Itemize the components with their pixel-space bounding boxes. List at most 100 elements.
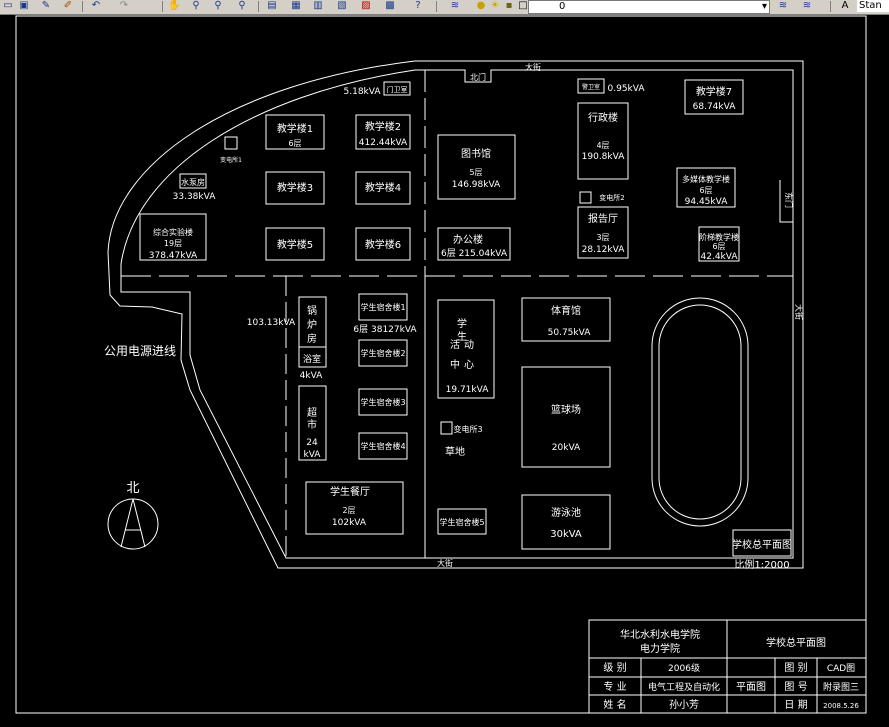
label-dorm-5: 学生宿舍楼5 [439, 517, 484, 527]
building-guard[interactable] [577, 78, 605, 94]
label-t4: 教学楼4 [365, 181, 401, 194]
pan-icon[interactable]: ✋ [168, 0, 181, 11]
load-lab: 378.47kVA [149, 251, 198, 261]
standard-toolbar: ▭ ▣ ✎ ✐ ↶ ↷ ✋ ⚲ ⚲ ⚲ ▤ ▦ ▥ ▧ ▨ ▩ ? ≋ ● ☀ … [0, 0, 889, 15]
save-icon[interactable]: ▣ [19, 0, 29, 11]
load-canteen: 102kVA [332, 518, 367, 528]
text-style-icon[interactable]: A [841, 0, 849, 11]
floors-ladder: 6层 [712, 242, 725, 251]
floors-canteen: 2层 [342, 506, 355, 515]
load-hall: 28.12kVA [582, 245, 626, 255]
building-multimedia[interactable] [676, 167, 736, 208]
label-t7: 教学楼7 [696, 85, 732, 98]
tb-grade-label: 级 别 [603, 662, 626, 674]
label-road-top: 大街 [525, 62, 541, 72]
building-library[interactable] [437, 134, 516, 200]
building-gatehouse[interactable] [383, 81, 411, 96]
help-icon[interactable]: ? [415, 0, 421, 11]
bulb-icon[interactable]: ● [476, 0, 486, 11]
building-dorm-3[interactable] [358, 388, 408, 416]
building-teaching-3[interactable] [265, 171, 325, 205]
tb-name-label: 姓 名 [603, 698, 626, 711]
building-dorm-4[interactable] [358, 432, 408, 460]
building-report-hall[interactable] [577, 206, 629, 259]
building-bath[interactable] [298, 346, 327, 368]
zoom-realtime-icon[interactable]: ⚲ [192, 0, 200, 11]
label-dorm-4: 学生宿舍楼4 [360, 441, 405, 451]
layer-manager-icon[interactable]: ≋ [450, 0, 460, 11]
label-road-right: 大街 [794, 304, 804, 320]
load-t7: 68.74kVA [693, 102, 737, 112]
label-guard: 警卫室 [582, 83, 600, 91]
label-gatehouse: 门卫室 [387, 85, 408, 94]
drawing-title-stamp [732, 529, 792, 557]
sheet-set-icon[interactable]: ▧ [337, 0, 347, 11]
layer-state-icon[interactable]: ≋ [778, 0, 788, 11]
load-media: 94.45kVA [685, 197, 729, 207]
label-t6: 教学楼6 [365, 238, 401, 251]
building-dorm-2[interactable] [358, 339, 408, 367]
lock-icon[interactable]: ▪ [505, 0, 513, 11]
building-lab[interactable] [139, 213, 207, 261]
load-boiler: 103.13kVA [247, 318, 296, 328]
sun-icon[interactable]: ☀ [490, 0, 500, 11]
building-canteen[interactable] [305, 481, 404, 535]
calculator-icon[interactable]: ▩ [385, 0, 395, 11]
drawing-canvas[interactable]: 教学楼1 6层 教学楼2 412.44kVA 教学楼3 教学楼4 教学楼5 教学… [0, 14, 889, 727]
building-market[interactable] [298, 385, 327, 461]
load-activity: 19.71kVA [446, 385, 490, 395]
design-center-icon[interactable]: ▦ [291, 0, 301, 11]
chevron-down-icon[interactable]: ▾ [761, 1, 767, 12]
building-office[interactable] [437, 227, 511, 261]
text-style-dropdown[interactable]: Stan [857, 0, 889, 12]
building-admin[interactable] [577, 102, 629, 180]
floors-market: 24 [306, 438, 318, 448]
label-activity-3: 活 [450, 339, 460, 351]
markup-icon[interactable]: ▨ [361, 0, 371, 11]
transformer-2[interactable] [579, 191, 592, 204]
building-pool[interactable] [521, 494, 611, 550]
pencil-icon[interactable]: ✎ [41, 0, 51, 11]
load-library: 146.98kVA [452, 180, 501, 190]
building-gym[interactable] [521, 297, 611, 342]
building-pump[interactable] [179, 173, 207, 189]
load-market: kVA [304, 450, 322, 460]
label-office: 办公楼 [453, 233, 483, 246]
label-gym: 体育馆 [551, 304, 581, 317]
layer-previous-icon[interactable]: ≋ [802, 0, 812, 11]
sheet-border [15, 15, 867, 714]
label-admin: 行政楼 [588, 111, 618, 124]
building-basketball[interactable] [521, 366, 611, 468]
tool-palette-icon[interactable]: ▥ [313, 0, 323, 11]
tb-dept: 电力学院 [640, 642, 680, 655]
tb-date-value: 2008.5.26 [823, 702, 859, 710]
brush-icon[interactable]: ✐ [63, 0, 73, 11]
building-teaching-1[interactable] [265, 114, 325, 150]
layer-dropdown[interactable]: 0 ▾ [528, 0, 770, 14]
transformer-3[interactable] [440, 421, 453, 435]
building-teaching-4[interactable] [355, 171, 411, 205]
building-teaching-5[interactable] [265, 227, 325, 261]
building-dorm-1[interactable] [358, 293, 408, 321]
properties-icon[interactable]: ▤ [267, 0, 277, 11]
building-activity[interactable] [437, 299, 495, 399]
transformer-1[interactable] [224, 136, 238, 150]
zoom-window-icon[interactable]: ⚲ [214, 0, 222, 11]
load-t2: 412.44kVA [359, 138, 408, 148]
tb-number-value: 附录图三 [823, 681, 859, 693]
info-office: 6层 215.04kVA [441, 248, 508, 259]
building-dorm-5[interactable] [437, 508, 487, 535]
undo-icon[interactable]: ↶ [91, 0, 101, 11]
building-teaching-6[interactable] [355, 227, 411, 261]
building-ladder[interactable] [698, 226, 740, 262]
label-lab: 综合实验楼 [153, 227, 193, 237]
load-admin: 190.8kVA [582, 152, 626, 162]
open-icon[interactable]: ▭ [3, 0, 13, 11]
building-teaching-7[interactable] [684, 79, 744, 115]
label-north-gate: 北门 [470, 72, 486, 82]
zoom-previous-icon[interactable]: ⚲ [238, 0, 246, 11]
building-teaching-2[interactable] [355, 114, 411, 150]
label-media: 多媒体教学楼 [682, 174, 730, 184]
color-square-icon[interactable]: □ [518, 0, 528, 11]
redo-icon[interactable]: ↷ [119, 0, 129, 11]
